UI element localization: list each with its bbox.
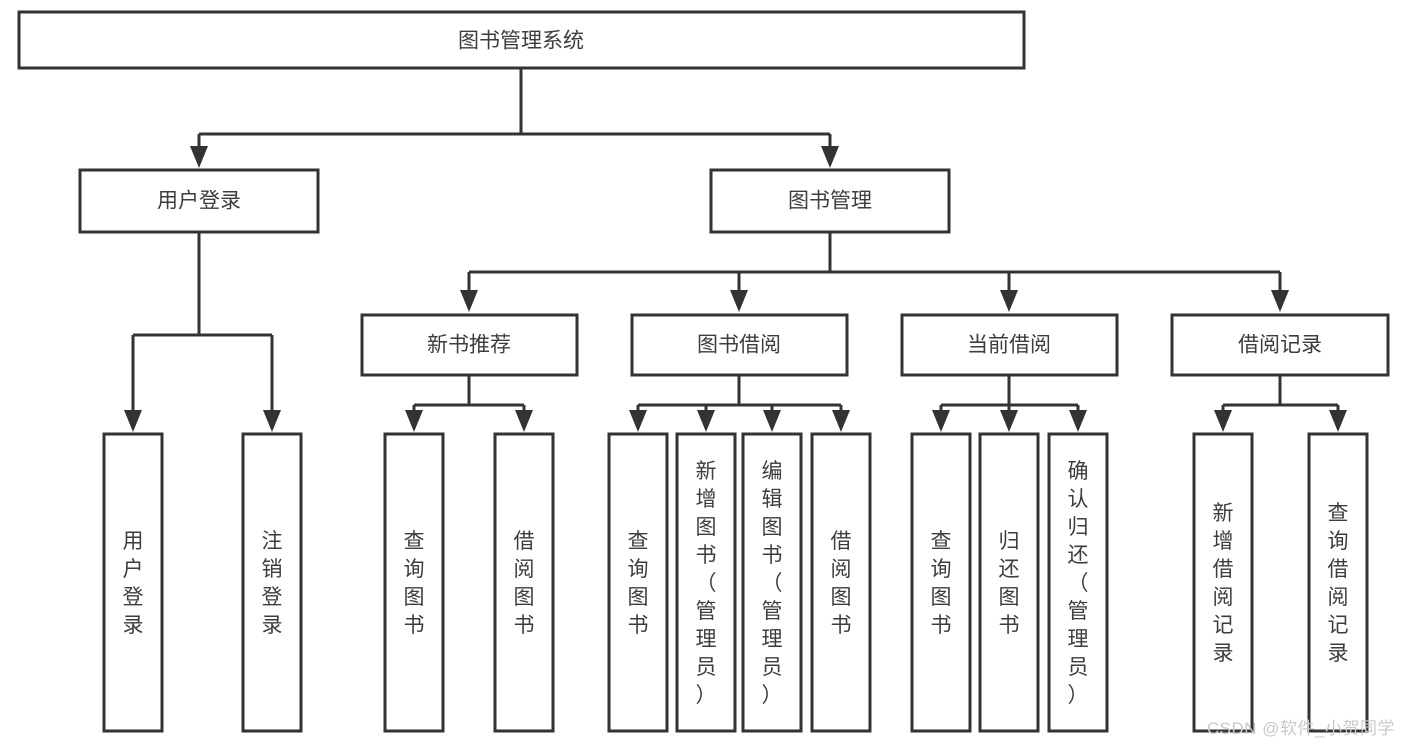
node-leaf13-label: 查询借阅记录	[1328, 502, 1349, 665]
node-leaf8[interactable]: 借阅图书	[810, 432, 872, 733]
node-leaf7-box[interactable]	[741, 432, 803, 733]
node-records[interactable]: 借阅记录	[1170, 313, 1390, 377]
node-newbook-box[interactable]	[360, 313, 579, 377]
node-bookmgmt-box[interactable]	[709, 168, 951, 234]
node-leaf4-box[interactable]	[493, 432, 555, 733]
node-current-label: 当前借阅	[967, 334, 1051, 357]
arrow-icon	[190, 146, 208, 168]
node-records-label: 借阅记录	[1238, 334, 1322, 357]
node-current-box[interactable]	[900, 313, 1119, 377]
node-root-label: 图书管理系统	[458, 30, 584, 53]
arrow-icon	[730, 290, 748, 312]
node-leaf5-box[interactable]	[607, 432, 669, 733]
node-bookmgmt[interactable]: 图书管理	[709, 168, 951, 234]
arrow-icon	[263, 410, 281, 432]
arrow-icon	[405, 410, 423, 432]
node-leaf3[interactable]: 查询图书	[383, 432, 445, 733]
node-leaf2-label: 注销登录	[262, 530, 283, 637]
node-leaf1[interactable]: 用户登录	[102, 432, 164, 733]
node-leaf8-box[interactable]	[810, 432, 872, 733]
node-leaf6-box[interactable]	[675, 432, 737, 733]
node-leaf5-label: 查询图书	[628, 530, 649, 637]
node-leaf5[interactable]: 查询图书	[607, 432, 669, 733]
arrow-icon	[697, 410, 715, 432]
node-bookmgmt-label: 图书管理	[788, 190, 872, 213]
node-newbook[interactable]: 新书推荐	[360, 313, 579, 377]
arrow-icon	[1000, 410, 1018, 432]
node-leaf4-label: 借阅图书	[514, 530, 535, 637]
connector-bookmgmt-to-level3	[460, 232, 1289, 312]
node-leaf11[interactable]: 确认归还（管理员）	[1047, 432, 1109, 733]
node-login-box[interactable]	[78, 168, 320, 234]
arrow-icon	[515, 410, 533, 432]
node-leaf1-label: 用户登录	[123, 530, 144, 637]
node-current[interactable]: 当前借阅	[900, 313, 1119, 377]
node-leaf9-label: 查询图书	[931, 530, 952, 637]
node-leaf6[interactable]: 新增图书（管理员）	[675, 432, 737, 733]
node-leaf2[interactable]: 注销登录	[241, 432, 303, 733]
arrow-icon	[1000, 290, 1018, 312]
node-leaf10-label: 归还图书	[999, 530, 1020, 637]
node-leaf3-box[interactable]	[383, 432, 445, 733]
node-login-label: 用户登录	[157, 190, 241, 213]
node-leaf9[interactable]: 查询图书	[910, 432, 972, 733]
arrow-icon	[1214, 410, 1232, 432]
arrow-icon	[832, 410, 850, 432]
node-leaf12-box[interactable]	[1192, 432, 1254, 733]
connector-newbook-to-leaves	[405, 375, 533, 432]
connector-current-to-leaves	[932, 375, 1087, 432]
node-root[interactable]: 图书管理系统	[17, 10, 1026, 70]
connector-root-to-level2	[190, 68, 839, 168]
node-borrow-box[interactable]	[630, 313, 849, 377]
node-newbook-label: 新书推荐	[427, 334, 511, 357]
arrow-icon	[629, 410, 647, 432]
node-records-box[interactable]	[1170, 313, 1390, 377]
arrow-icon	[124, 410, 142, 432]
node-leaf11-label: 确认归还（管理员）	[1068, 460, 1089, 707]
arrow-icon	[763, 410, 781, 432]
node-borrow-label: 图书借阅	[697, 334, 781, 357]
connector-login-to-leaves	[124, 232, 281, 432]
node-leaf4[interactable]: 借阅图书	[493, 432, 555, 733]
node-leaf9-box[interactable]	[910, 432, 972, 733]
arrow-icon	[821, 146, 839, 168]
node-leaf11-box[interactable]	[1047, 432, 1109, 733]
arrow-icon	[1069, 410, 1087, 432]
node-leaf3-label: 查询图书	[404, 530, 425, 637]
node-leaf2-box[interactable]	[241, 432, 303, 733]
arrow-icon	[932, 410, 950, 432]
node-leaf12-label: 新增借阅记录	[1213, 502, 1234, 665]
arrow-icon	[1271, 290, 1289, 312]
node-leaf13-box[interactable]	[1307, 432, 1369, 733]
node-leaf7[interactable]: 编辑图书（管理员）	[741, 432, 803, 733]
connector-records-to-leaves	[1214, 375, 1347, 432]
arrow-icon	[1329, 410, 1347, 432]
node-login[interactable]: 用户登录	[78, 168, 320, 234]
node-leaf7-label: 编辑图书（管理员）	[762, 460, 783, 707]
node-borrow[interactable]: 图书借阅	[630, 313, 849, 377]
node-leaf13[interactable]: 查询借阅记录	[1307, 432, 1369, 733]
arrow-icon	[460, 290, 478, 312]
node-leaf10[interactable]: 归还图书	[978, 432, 1040, 733]
node-leaf12[interactable]: 新增借阅记录	[1192, 432, 1254, 733]
node-leaf10-box[interactable]	[978, 432, 1040, 733]
connector-borrow-to-leaves	[629, 375, 850, 432]
node-leaf1-box[interactable]	[102, 432, 164, 733]
node-leaf8-label: 借阅图书	[831, 530, 852, 637]
node-leaf6-label: 新增图书（管理员）	[696, 460, 717, 707]
node-root-box[interactable]	[17, 10, 1026, 70]
